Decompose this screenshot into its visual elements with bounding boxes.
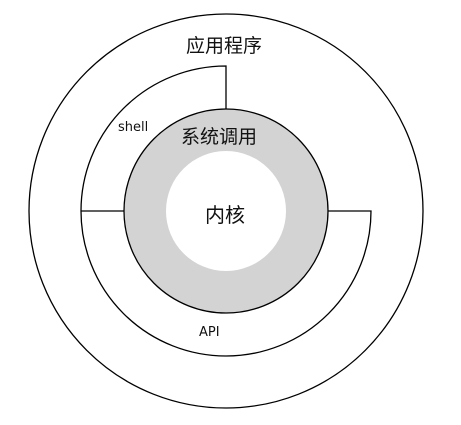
application-circle <box>28 13 424 409</box>
application-label: 应用程序 <box>186 35 263 57</box>
kernel-core <box>166 151 286 271</box>
system-call-label: 系统调用 <box>181 126 258 148</box>
api-label: API <box>199 325 220 340</box>
shell-label: shell <box>118 120 149 135</box>
kernel-label: 内核 <box>205 203 245 227</box>
shell-api-boundary <box>80 65 372 357</box>
